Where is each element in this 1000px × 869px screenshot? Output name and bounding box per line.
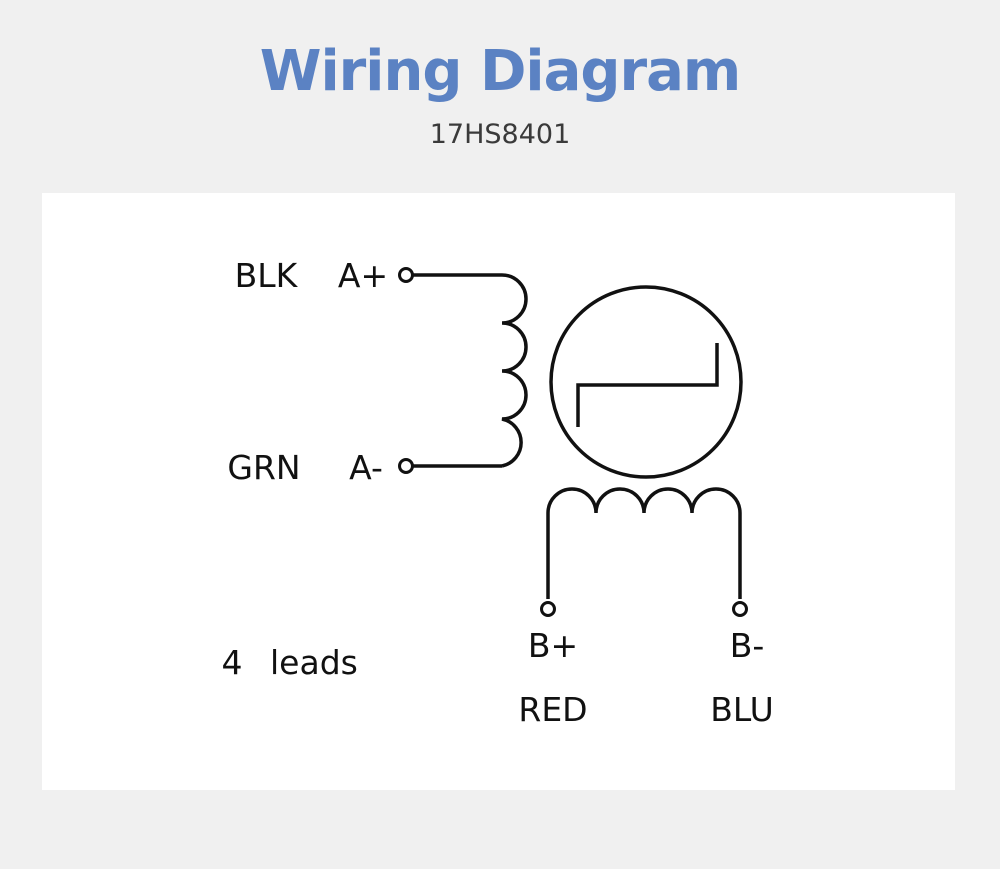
- label-lead-count: 4: [222, 643, 243, 682]
- wiring-diagram: BLK A+ GRN A- B+ B- RED BLU 4 leads: [222, 256, 774, 729]
- label-terminal-a-minus: A-: [349, 448, 383, 487]
- label-terminal-b-minus: B-: [730, 626, 765, 665]
- rotor-symbol: [576, 343, 719, 427]
- label-terminal-a-plus: A+: [338, 256, 388, 295]
- label-wire-blk: BLK: [235, 256, 299, 295]
- label-wire-grn: GRN: [227, 448, 300, 487]
- label-terminal-b-plus: B+: [528, 626, 578, 665]
- label-wire-red: RED: [518, 690, 587, 729]
- terminal-b-minus: [732, 601, 748, 617]
- label-leads: leads: [270, 643, 358, 682]
- model-number: 17HS8401: [429, 119, 571, 150]
- page-title: Wiring Diagram: [259, 39, 742, 104]
- diagram-panel: BLK A+ GRN A- B+ B- RED BLU 4 leads: [42, 193, 955, 790]
- coil-phase-a: [501, 273, 528, 468]
- coil-phase-b: [546, 487, 742, 514]
- terminal-a-minus: [398, 458, 414, 474]
- label-wire-blu: BLU: [710, 690, 774, 729]
- terminal-b-plus: [540, 601, 556, 617]
- terminal-a-plus: [398, 267, 414, 283]
- motor-rotor-circle: [549, 285, 743, 479]
